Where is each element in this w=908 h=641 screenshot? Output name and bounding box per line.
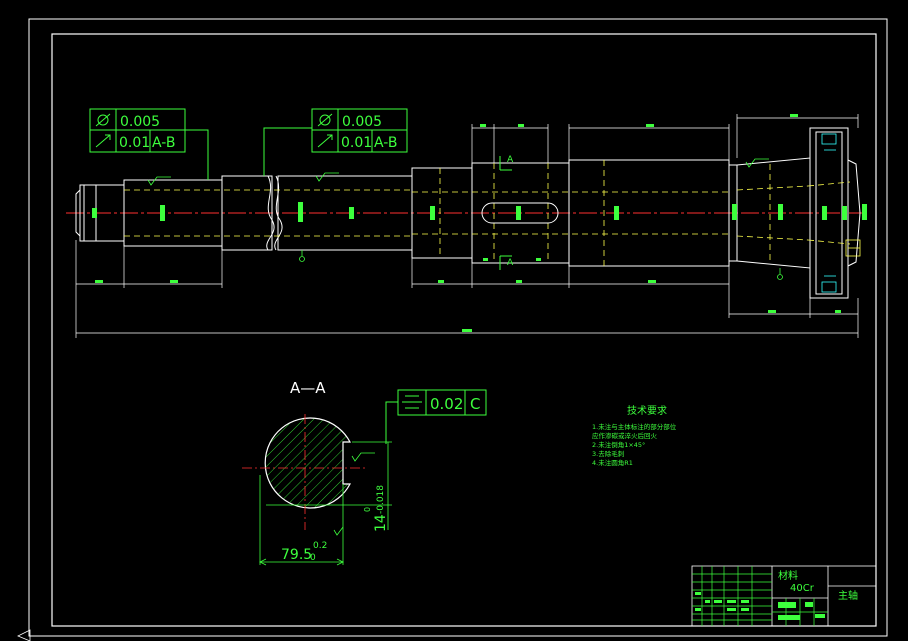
dimension-text-blobs xyxy=(95,114,841,332)
shaft-outline xyxy=(75,127,861,299)
material-value: 40Cr xyxy=(790,583,815,594)
tech-requirements: 技术要求 1.未注与主体标注的部分部位 应作渗碳或淬火后回火 2.未注倒角1×4… xyxy=(592,404,677,467)
title-block: 材料 40Cr 主轴 xyxy=(691,565,877,627)
keyway-slot xyxy=(481,202,559,224)
section-outline xyxy=(264,417,351,509)
diameter-upper: 0.2 xyxy=(313,541,327,551)
tech-item-5: 4.未注圆角R1 xyxy=(592,458,633,467)
roughness-marks xyxy=(147,158,769,186)
tech-item-3: 2.未注倒角1×45° xyxy=(592,440,645,449)
part-name: 主轴 xyxy=(838,589,858,602)
datum-markers xyxy=(299,250,783,280)
symmetry-value: 0.02 xyxy=(430,395,463,413)
circular-runout-icon xyxy=(317,113,333,127)
runout-arrow-icon xyxy=(95,134,111,148)
section-cut-markers xyxy=(499,156,512,270)
circular-runout-icon xyxy=(95,113,111,127)
drawing-frame xyxy=(28,18,888,637)
depth-upper: 0 xyxy=(363,507,372,512)
tolerance-2-row2-datum: A-B xyxy=(374,135,397,151)
break-lines xyxy=(266,175,283,251)
dimensions xyxy=(75,114,859,338)
symmetry-icon xyxy=(402,395,422,409)
section-marker-bottom: A xyxy=(507,258,514,268)
tolerance-frame-2: 0.005 0.01 A-B xyxy=(263,108,408,176)
shaft-main-view: A A xyxy=(66,127,870,299)
flange-holes xyxy=(821,133,861,293)
diameter-main: 79.5 xyxy=(281,547,312,563)
tolerance-2-row2-value: 0.01 xyxy=(341,135,372,151)
runout-arrow-icon xyxy=(317,134,333,148)
tolerance-1-row1-value: 0.005 xyxy=(120,114,160,130)
tech-item-4: 3.去除毛刺 xyxy=(592,449,624,458)
symmetry-datum: C xyxy=(470,395,480,413)
depth-lower: -0.018 xyxy=(376,485,386,514)
depth-main: 14 xyxy=(373,514,389,532)
section-view: A—A 0.02 C 14 0 -0.0 xyxy=(242,379,487,566)
tolerance-1-row2-datum: A-B xyxy=(152,135,175,151)
hidden-lines xyxy=(124,160,851,266)
tolerance-frame-1: 0.005 0.01 A-B xyxy=(89,108,209,180)
tech-title: 技术要求 xyxy=(627,404,667,417)
tech-item-2: 应作渗碳或淬火后回火 xyxy=(592,431,658,440)
tolerance-2-row1-value: 0.005 xyxy=(342,114,382,130)
diameter-labels xyxy=(92,202,867,222)
diameter-lower: 0 xyxy=(310,553,316,563)
section-title: A—A xyxy=(290,379,326,397)
title-block-text-blobs xyxy=(695,592,825,620)
tech-item-1: 1.未注与主体标注的部分部位 xyxy=(592,422,677,431)
tolerance-1-row2-value: 0.01 xyxy=(119,135,150,151)
section-marker-top: A xyxy=(507,155,514,165)
material-label: 材料 xyxy=(778,569,798,582)
corner-arrow-icon xyxy=(17,629,31,641)
